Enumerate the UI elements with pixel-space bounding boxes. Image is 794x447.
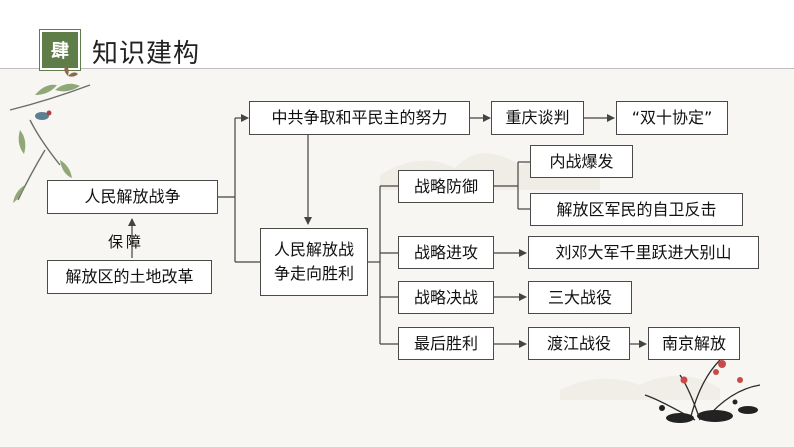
node-three-campaigns: 三大战役 bbox=[528, 281, 632, 314]
node-double-ten-agreement: “双十协定” bbox=[616, 101, 728, 135]
node-yangtze-crossing: 渡江战役 bbox=[528, 327, 630, 360]
header-divider bbox=[0, 68, 794, 69]
node-civil-war-outbreak: 内战爆发 bbox=[530, 145, 633, 178]
node-strategic-offense: 战略进攻 bbox=[398, 236, 494, 269]
node-people-liberation-war: 人民解放战争 bbox=[47, 180, 218, 214]
butterfly-icon bbox=[64, 66, 78, 77]
node-nanjing-liberation: 南京解放 bbox=[648, 327, 740, 360]
node-strategic-defense: 战略防御 bbox=[398, 170, 494, 203]
node-peace-effort: 中共争取和平民主的努力 bbox=[249, 101, 470, 135]
node-strategic-decisive: 战略决战 bbox=[398, 281, 494, 314]
node-final-victory: 最后胜利 bbox=[398, 327, 494, 360]
header-band bbox=[0, 0, 794, 68]
node-land-reform: 解放区的土地改革 bbox=[47, 260, 212, 294]
node-victory: 人民解放战争走向胜利 bbox=[260, 228, 368, 296]
node-victory-label: 人民解放战争走向胜利 bbox=[273, 240, 354, 283]
bird-icon bbox=[35, 110, 52, 120]
section-badge: 肆 bbox=[40, 30, 80, 70]
label-support: 保障 bbox=[108, 233, 145, 251]
bamboo-branch-icon bbox=[9, 84, 91, 201]
node-counterattack: 解放区军民的自卫反击 bbox=[530, 193, 743, 226]
node-chongqing-talks: 重庆谈判 bbox=[491, 101, 584, 135]
page-title: 知识建构 bbox=[92, 39, 201, 69]
node-dabie-mountains: 刘邓大军千里跃进大别山 bbox=[528, 236, 759, 269]
